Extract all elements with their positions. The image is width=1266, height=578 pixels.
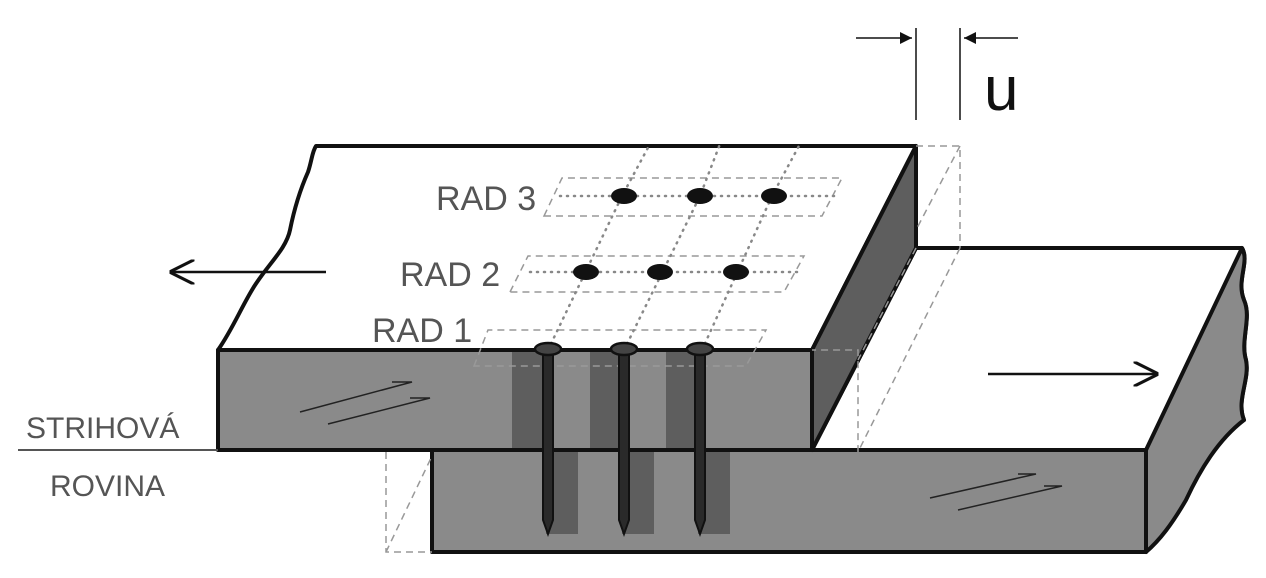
nail-head bbox=[723, 264, 749, 280]
row-outlines bbox=[472, 177, 844, 367]
shear-plane-label-bottom: ROVINA bbox=[50, 470, 165, 503]
nail-head bbox=[687, 188, 713, 204]
upper-board bbox=[216, 144, 918, 452]
row-1-label: RAD 1 bbox=[372, 312, 472, 350]
row-3-label: RAD 3 bbox=[436, 180, 536, 218]
shear-plane-label-top: STRIHOVÁ bbox=[26, 412, 179, 445]
nail bbox=[685, 341, 715, 537]
lower-board-end bbox=[1144, 246, 1249, 554]
displacement-dimension: u bbox=[856, 28, 1018, 124]
displacement-ghost bbox=[385, 145, 961, 553]
nail-head bbox=[611, 188, 637, 204]
lower-board-front bbox=[430, 448, 1148, 554]
nail bbox=[609, 341, 639, 537]
force-arrows bbox=[172, 272, 1156, 374]
shear-arrows bbox=[299, 381, 1063, 511]
row-2-label: RAD 2 bbox=[400, 256, 500, 294]
nail-head bbox=[647, 264, 673, 280]
nail-head bbox=[573, 264, 599, 280]
upper-board-top bbox=[216, 144, 918, 352]
nail-head bbox=[761, 188, 787, 204]
nail-heads-top bbox=[573, 188, 787, 280]
nail bbox=[533, 341, 563, 537]
nails-row-1 bbox=[533, 341, 715, 537]
labels: RAD 3 RAD 2 RAD 1 STRIHOVÁ ROVINA bbox=[26, 180, 536, 503]
displacement-label: u bbox=[984, 55, 1018, 124]
